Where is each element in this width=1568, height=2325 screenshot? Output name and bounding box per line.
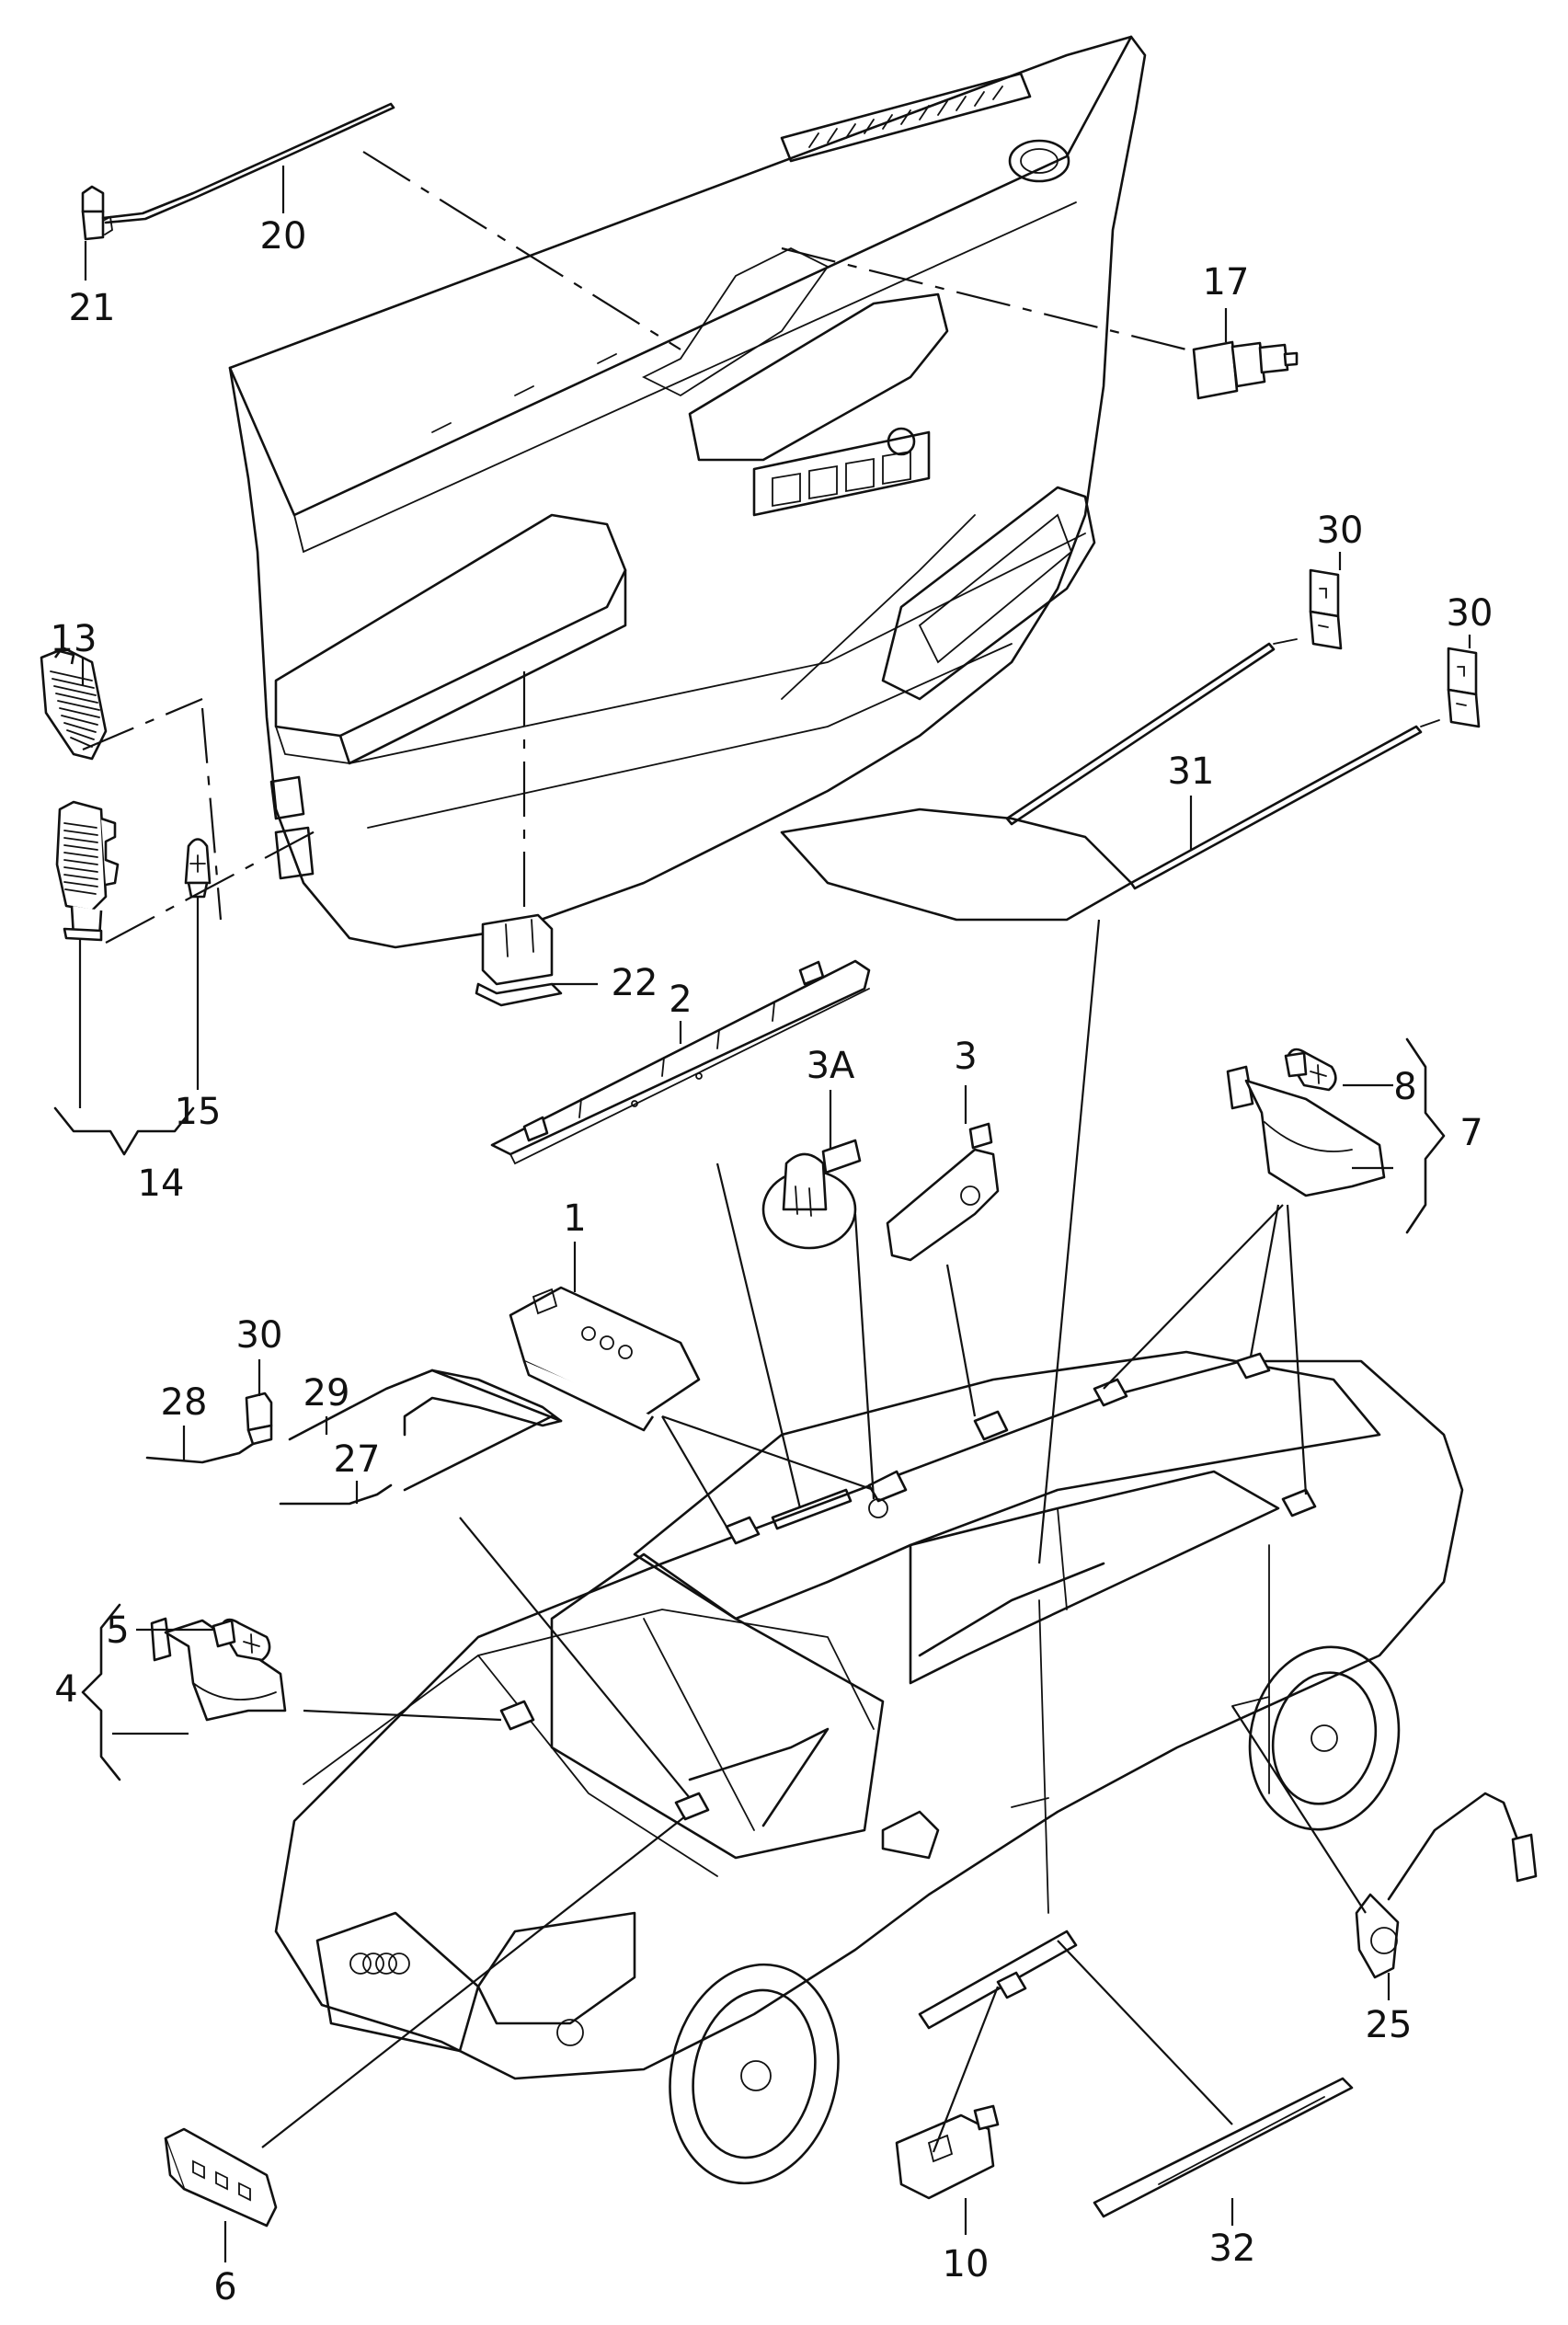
callout-3a: 3A (807, 1045, 855, 1087)
callout-20: 20 (260, 215, 307, 258)
part-8-bulb (1284, 1048, 1337, 1092)
callout-10: 10 (943, 2243, 990, 2285)
callout-21: 21 (69, 287, 116, 329)
callout-1: 1 (563, 1197, 586, 1240)
callout-14: 14 (138, 1162, 185, 1205)
callout-27: 27 (334, 1438, 381, 1481)
callout-2: 2 (669, 979, 692, 1021)
callout-32: 32 (1209, 2228, 1256, 2270)
callout-29: 29 (303, 1372, 350, 1414)
bracket-14 (53, 1106, 195, 1156)
callout-13: 13 (51, 618, 97, 660)
bracket-4 (81, 1603, 121, 1781)
dash-leaders (82, 151, 1187, 944)
wire-pigtail-upper (1273, 638, 1298, 645)
part-30-connector-lower (1447, 647, 1481, 728)
part-7-reading-lamp (1226, 1065, 1386, 1197)
callout-5: 5 (106, 1609, 129, 1652)
callout-30-left: 30 (236, 1314, 283, 1357)
bracket-7 (1405, 1037, 1446, 1234)
part-3a-knob (761, 1139, 862, 1250)
callout-30-lower: 30 (1447, 592, 1494, 635)
part-31-wire-upper (1005, 642, 1276, 826)
callout-3: 3 (954, 1036, 977, 1078)
wire-pigtail-lower (1420, 719, 1440, 727)
part-27-cable (279, 1483, 393, 1506)
part-2-light-strip (490, 959, 871, 1165)
part-27-light-guide (403, 1414, 554, 1492)
part-32-sill-plate (1093, 2077, 1354, 2218)
part-28-cable (145, 1442, 255, 1464)
part-3-switch (887, 1124, 1000, 1262)
callout-15: 15 (175, 1091, 222, 1133)
door-trim-panel (228, 35, 1147, 949)
part-13-reflector (40, 647, 108, 761)
part-6-connector (164, 2127, 278, 2228)
part-5-bulb (212, 1618, 271, 1662)
part-22-switch (475, 913, 563, 1007)
part-1-dome-light (509, 1286, 701, 1432)
callout-30-upper: 30 (1317, 510, 1364, 552)
part-31-wire-lower (1129, 725, 1423, 890)
callout-7: 7 (1459, 1112, 1482, 1154)
part-10-switch (895, 2104, 1000, 2200)
part-21-connector (81, 185, 113, 241)
callout-22: 22 (612, 962, 658, 1004)
part-29-extension (430, 1369, 563, 1423)
callout-25: 25 (1366, 2004, 1413, 2046)
callout-17: 17 (1203, 261, 1250, 304)
part-30-connector-upper (1309, 568, 1343, 650)
part-20-cable (101, 102, 395, 224)
part-15-bulb (184, 838, 212, 899)
leaders-to-car (261, 919, 1367, 2153)
callout-28: 28 (161, 1381, 208, 1424)
part-25-sensor (1355, 1792, 1538, 1979)
part-30-connector-left (245, 1392, 273, 1446)
part-14-door-lamp (55, 800, 120, 942)
part-17-bulb-holder (1192, 340, 1299, 400)
callout-4: 4 (54, 1668, 77, 1711)
callouts: 21 20 17 30 30 31 13 22 2 15 14 3A 3 8 7… (51, 166, 1494, 2308)
vent-slats (808, 86, 1003, 148)
callout-6: 6 (213, 2266, 236, 2308)
car-body (274, 1350, 1464, 2185)
callout-8: 8 (1393, 1066, 1416, 1108)
callout-31: 31 (1168, 750, 1215, 793)
part-31-ambient-strip (780, 807, 1133, 922)
